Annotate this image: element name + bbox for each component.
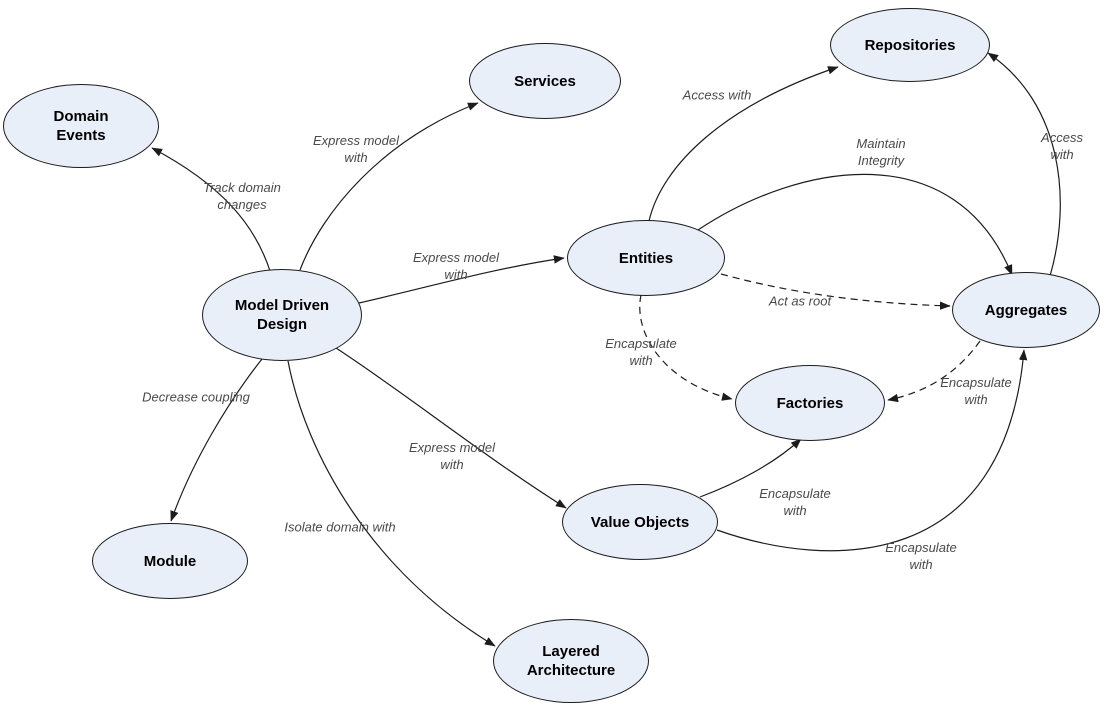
edge-label-encapsulate-value-objects-factories: Encapsulate with xyxy=(759,486,831,518)
edge-mdd-to-module xyxy=(170,358,263,522)
edge-label-access-with-aggregates: Access with xyxy=(1041,130,1083,162)
edge-entities-to-factories xyxy=(639,294,733,401)
edge-mdd-to-domain-events xyxy=(151,147,271,272)
edge-label-express-model-entities: Express model with xyxy=(413,250,499,282)
node-aggregates-label: Aggregates xyxy=(984,301,1068,319)
edge-entities-to-repositories xyxy=(648,66,839,222)
node-domain-events: Domain Events xyxy=(3,84,159,168)
edge-label-encapsulate-entities-factories: Encapsulate with xyxy=(605,336,677,368)
edge-aggregates-to-factories xyxy=(887,340,981,403)
edge-entities-to-aggregates-maintain-integrity xyxy=(697,173,1013,276)
node-services: Services xyxy=(469,43,621,119)
node-entities: Entities xyxy=(567,220,725,296)
node-entities-label: Entities xyxy=(618,249,674,267)
node-value-objects: Value Objects xyxy=(562,484,718,560)
node-repositories-label: Repositories xyxy=(864,36,956,54)
edge-value-objects-to-aggregates xyxy=(716,349,1028,552)
edge-label-act-as-root: Act as root xyxy=(768,293,832,309)
node-aggregates: Aggregates xyxy=(952,272,1100,348)
edge-mdd-to-layered-architecture xyxy=(287,360,496,647)
node-model-driven-design: Model Driven Design xyxy=(202,269,362,361)
node-factories-label: Factories xyxy=(776,394,844,412)
edge-aggregates-to-repositories xyxy=(987,52,1061,277)
node-module-label: Module xyxy=(143,552,197,570)
edge-mdd-to-value-objects xyxy=(335,347,567,509)
edge-mdd-to-entities xyxy=(358,255,565,304)
node-model-driven-design-label: Model Driven Design xyxy=(234,297,330,333)
edge-label-maintain-integrity: Maintain Integrity xyxy=(856,136,906,168)
edge-label-track-domain-changes: Track domain changes xyxy=(203,180,281,212)
node-module: Module xyxy=(92,523,248,599)
edge-label-access-with-entities: Access with xyxy=(682,87,752,103)
edge-label-express-model-value-objects: Express model with xyxy=(409,440,495,472)
node-services-label: Services xyxy=(514,72,576,90)
node-layered-architecture-label: Layered Architecture xyxy=(526,643,616,679)
edge-entities-to-aggregates-act-as-root xyxy=(720,273,951,310)
edge-label-isolate-domain-with: Isolate domain with xyxy=(284,519,396,535)
node-factories: Factories xyxy=(735,365,885,441)
edge-label-encapsulate-value-objects-aggregates: Encapsulate with xyxy=(885,540,957,572)
edge-mdd-to-services xyxy=(299,102,479,271)
edge-value-objects-to-factories xyxy=(699,438,802,498)
node-domain-events-label: Domain Events xyxy=(53,108,109,144)
edge-label-encapsulate-aggregates-factories: Encapsulate with xyxy=(940,375,1012,407)
edge-label-express-model-services: Express model with xyxy=(313,133,399,165)
node-value-objects-label: Value Objects xyxy=(590,513,690,531)
node-repositories: Repositories xyxy=(830,8,990,82)
node-layered-architecture: Layered Architecture xyxy=(493,619,649,703)
edge-label-decrease-coupling: Decrease coupling xyxy=(142,389,250,405)
